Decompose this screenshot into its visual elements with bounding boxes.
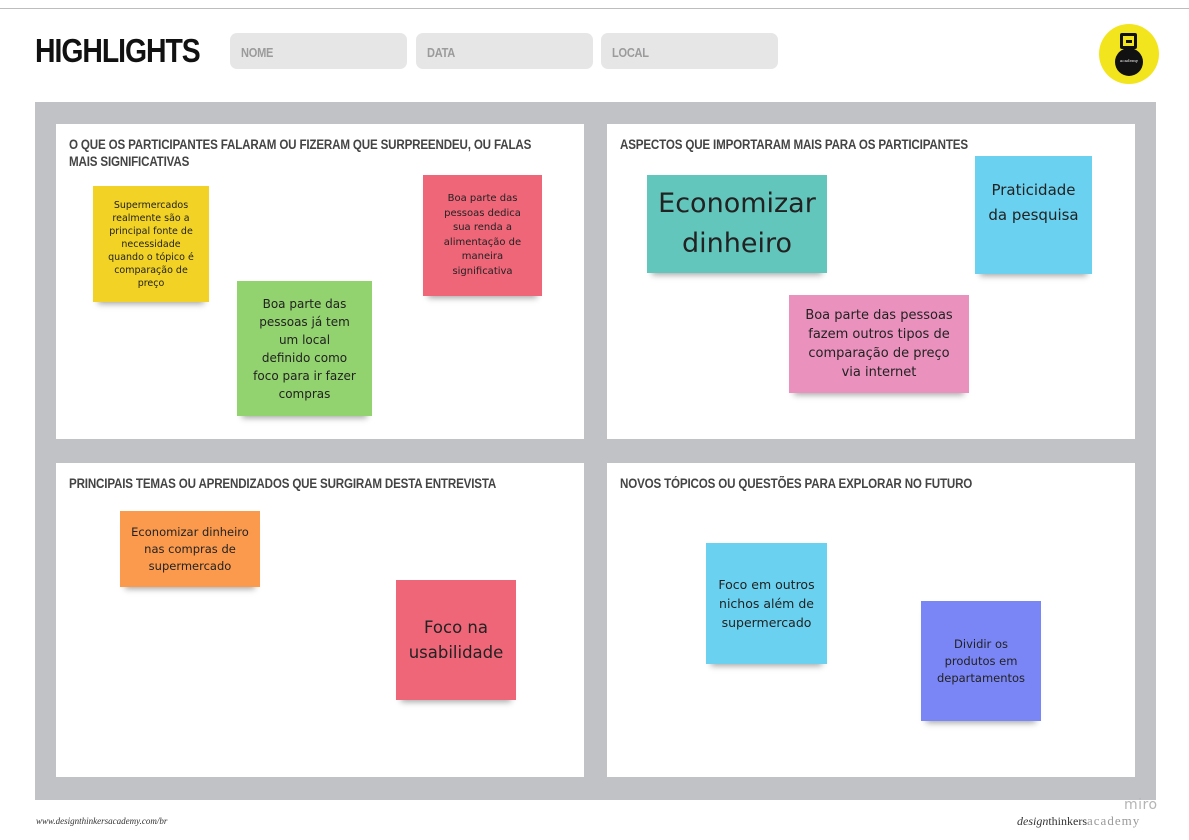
logo-ball-icon: academy bbox=[1115, 48, 1143, 76]
sticky-note-text: Economizar dinheiro nas compras de super… bbox=[131, 524, 249, 573]
sticky-note[interactable]: Dividir os produtos em departamentos bbox=[921, 601, 1041, 721]
footer-brand: designthinkersacademy bbox=[1017, 813, 1140, 829]
brand-thinkers: thinkers bbox=[1048, 814, 1088, 828]
footer-url[interactable]: www.designthinkersacademy.com/br bbox=[36, 816, 168, 826]
panel-title-themes: PRINCIPAIS TEMAS OU APRENDIZADOS QUE SUR… bbox=[69, 476, 497, 491]
panel-title-surprises: O QUE OS PARTICIPANTES FALARAM OU FIZERA… bbox=[69, 136, 531, 170]
date-field-placeholder: DATA bbox=[427, 45, 456, 60]
panel-title-new-topics: NOVOS TÓPICOS OU QUESTÕES PARA EXPLORAR … bbox=[620, 476, 973, 491]
sticky-note-text: Supermercados realmente são a principal … bbox=[108, 199, 194, 289]
top-divider bbox=[0, 8, 1189, 9]
name-field[interactable]: NOME bbox=[230, 33, 407, 69]
sticky-note-text: Foco na usabilidade bbox=[408, 618, 504, 662]
sticky-note-text: Boa parte das pessoas dedica sua renda a… bbox=[443, 193, 522, 277]
panel-title-line-2: MAIS SIGNIFICATIVAS bbox=[69, 154, 190, 169]
name-field-placeholder: NOME bbox=[241, 45, 274, 60]
panel-title-line-1: O QUE OS PARTICIPANTES FALARAM OU FIZERA… bbox=[69, 137, 532, 152]
sticky-note[interactable]: Praticidade da pesquisa bbox=[975, 156, 1092, 274]
brand-design: design bbox=[1017, 814, 1049, 828]
sticky-note-text: Boa parte das pessoas já tem um local de… bbox=[253, 296, 356, 401]
panel-new-topics: NOVOS TÓPICOS OU QUESTÕES PARA EXPLORAR … bbox=[607, 463, 1135, 777]
sticky-note-text: Praticidade da pesquisa bbox=[988, 181, 1079, 224]
sticky-note[interactable]: Boa parte das pessoas já tem um local de… bbox=[237, 281, 372, 416]
page-title: HIGHLIGHTS bbox=[35, 32, 201, 69]
sticky-note[interactable]: Foco na usabilidade bbox=[396, 580, 516, 700]
brand-academy: academy bbox=[1087, 813, 1141, 828]
sticky-note-text: Boa parte das pessoas fazem outros tipos… bbox=[805, 308, 953, 380]
academy-logo: academy bbox=[1099, 24, 1159, 84]
miro-watermark: miro bbox=[1124, 797, 1158, 813]
sticky-note[interactable]: Economizar dinheiro nas compras de super… bbox=[120, 511, 260, 587]
logo-text: academy bbox=[1120, 58, 1138, 63]
date-field[interactable]: DATA bbox=[416, 33, 593, 69]
sticky-note-text: Dividir os produtos em departamentos bbox=[936, 636, 1026, 685]
logo-head-icon bbox=[1120, 33, 1137, 49]
sticky-note-text: Economizar dinheiro bbox=[658, 188, 816, 259]
sticky-note[interactable]: Economizar dinheiro bbox=[647, 175, 827, 273]
panel-title-important-aspects: ASPECTOS QUE IMPORTARAM MAIS PARA OS PAR… bbox=[620, 137, 968, 152]
sticky-note[interactable]: Supermercados realmente são a principal … bbox=[93, 186, 209, 302]
sticky-note[interactable]: Boa parte das pessoas fazem outros tipos… bbox=[789, 295, 969, 393]
sticky-note[interactable]: Foco em outros nichos além de supermerca… bbox=[706, 543, 827, 664]
location-field[interactable]: LOCAL bbox=[601, 33, 778, 69]
location-field-placeholder: LOCAL bbox=[612, 45, 649, 60]
sticky-note[interactable]: Boa parte das pessoas dedica sua renda a… bbox=[423, 175, 542, 296]
sticky-note-text: Foco em outros nichos além de supermerca… bbox=[718, 577, 815, 630]
